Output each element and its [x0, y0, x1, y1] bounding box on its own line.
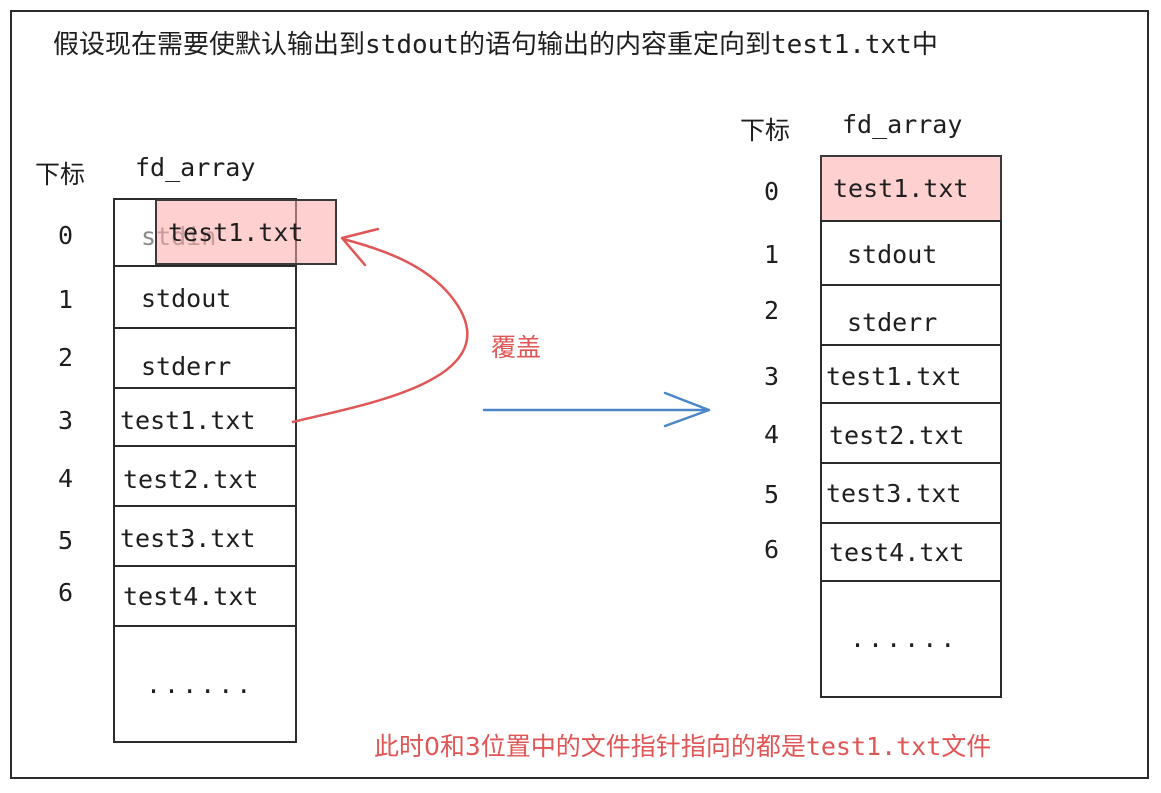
right-cell-2-text: stderr [847, 308, 938, 337]
left-index-2: 2 [58, 343, 74, 372]
note-part2: 文件 [941, 732, 992, 761]
right-cell-1-text: stdout [847, 240, 938, 269]
diagram-title: 假设现在需要使默认输出到stdout的语句输出的内容重定向到test1.txt中 [53, 32, 938, 58]
right-cell-0-text: test1.txt [833, 174, 969, 203]
title-code-file: test1.txt [770, 30, 912, 60]
right-index-5: 5 [764, 480, 780, 509]
left-index-0: 0 [58, 221, 74, 250]
overlay-label: 覆盖 [491, 333, 542, 362]
left-overlay-cell-text: test1.txt [168, 218, 304, 247]
left-cell-6-text: test4.txt [123, 582, 259, 611]
left-cell-5-text: test3.txt [120, 524, 256, 553]
left-overlay-cell [155, 199, 337, 265]
right-array-header: fd_array [842, 110, 963, 139]
overlay-arrowhead-icon [340, 227, 380, 267]
right-cell-4-text: test2.txt [829, 421, 965, 450]
right-index-3: 3 [764, 362, 780, 391]
left-index-header: 下标 [35, 160, 86, 189]
right-index-1: 1 [764, 240, 780, 269]
note-part1: 此时0和3位置中的文件指针指向的都是 [374, 732, 806, 761]
title-code-stdout: stdout [365, 30, 459, 60]
left-ellipsis-text: ...... [146, 670, 255, 699]
left-cell-1-text: stdout [141, 284, 232, 313]
left-index-3: 3 [58, 406, 74, 435]
overlay-curve-arrow [291, 237, 469, 424]
left-cell-2-text: stderr [141, 352, 232, 381]
left-cell-4-text: test2.txt [123, 465, 259, 494]
left-cell-3-text: test1.txt [120, 406, 256, 435]
title-part1: 假设现在需要使默认输出到 [53, 30, 366, 60]
left-index-1: 1 [58, 285, 74, 314]
left-index-5: 5 [58, 526, 74, 555]
right-cell-3-text: test1.txt [826, 362, 962, 391]
right-ellipsis-text: ...... [850, 624, 959, 653]
left-index-4: 4 [58, 464, 74, 493]
title-part3: 中 [911, 30, 938, 60]
right-cell-ellipsis [820, 580, 1002, 698]
right-cell-5-text: test3.txt [826, 479, 962, 508]
title-part2: 的语句输出的内容重定向到 [458, 30, 771, 60]
bottom-note: 此时0和3位置中的文件指针指向的都是test1.txt文件 [374, 734, 991, 759]
left-cell-ellipsis [113, 625, 297, 743]
transition-arrowhead-icon [663, 391, 711, 428]
right-index-2: 2 [764, 296, 780, 325]
left-array-header: fd_array [135, 153, 256, 182]
right-cell-6-text: test4.txt [829, 538, 965, 567]
diagram-frame [10, 10, 1149, 779]
note-code: test1.txt [805, 732, 942, 761]
right-index-4: 4 [764, 420, 780, 449]
right-index-6: 6 [764, 535, 780, 564]
right-index-header: 下标 [740, 116, 791, 145]
left-index-6: 6 [58, 578, 74, 607]
right-index-0: 0 [764, 177, 780, 206]
